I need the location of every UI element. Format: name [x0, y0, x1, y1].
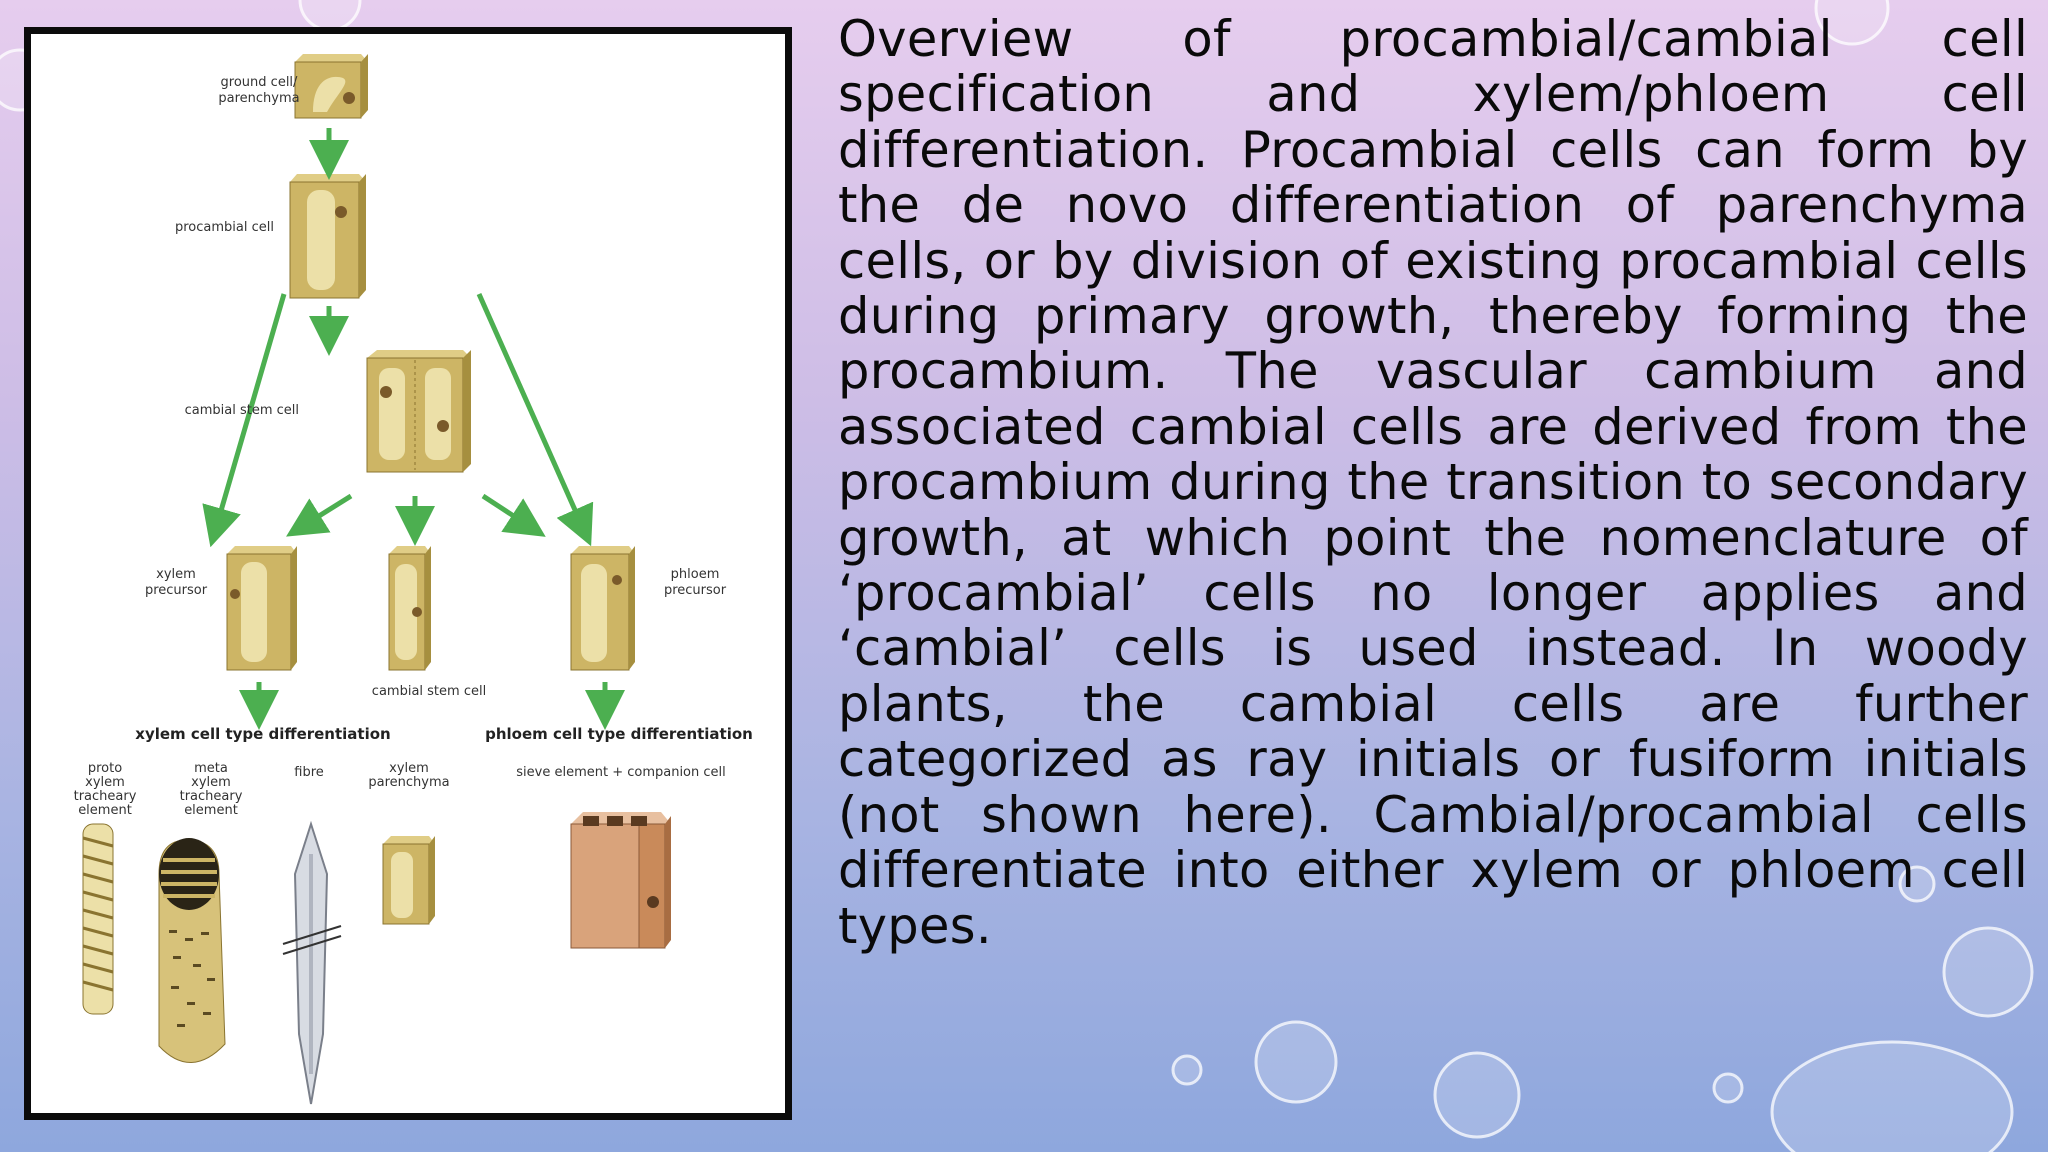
- label-cambial-stem-cell-mid: cambial stem cell: [372, 684, 486, 699]
- fibre-cell-icon: [282, 820, 342, 1105]
- label-metaxylem: xylem: [191, 775, 231, 790]
- label-protoxylem: xylem: [85, 775, 125, 790]
- label-metaxylem: tracheary: [180, 789, 243, 804]
- label-xylem-parenchyma: parenchyma: [368, 775, 449, 790]
- cambial-stem-cell-icon: [366, 350, 471, 473]
- protoxylem-element-icon: [82, 823, 114, 1015]
- procambial-cell-icon: [289, 174, 366, 299]
- label-ground-cell: parenchyma: [218, 91, 299, 106]
- diagram-labels: ground cell/ parenchyma procambial cell …: [74, 75, 753, 818]
- label-xylem-precursor: xylem: [156, 567, 196, 582]
- droplet: [1254, 1020, 1338, 1104]
- arrow: [202, 293, 287, 548]
- cambial-stem-cell-mid-icon: [388, 546, 431, 671]
- metaxylem-element-icon: [158, 838, 226, 1063]
- heading-phloem-differentiation: phloem cell type differentiation: [485, 725, 753, 743]
- label-ground-cell: ground cell/: [221, 75, 298, 90]
- droplet: [1171, 1054, 1203, 1086]
- label-fibre: fibre: [294, 765, 324, 780]
- sieve-element-companion-cell-icon: [570, 812, 671, 949]
- arrow: [481, 493, 546, 537]
- slide-body-text: Overview of procambial/cambial cell spec…: [838, 10, 2028, 955]
- xylem-precursor-cell-icon: [226, 546, 297, 671]
- xylem-parenchyma-cell-icon: [382, 836, 435, 925]
- label-protoxylem: proto: [88, 761, 122, 776]
- label-protoxylem: tracheary: [74, 789, 137, 804]
- label-xylem-parenchyma: xylem: [389, 761, 429, 776]
- droplet: [1898, 865, 1936, 903]
- ground-cell-icon: [294, 54, 368, 119]
- label-metaxylem: element: [184, 803, 238, 818]
- droplet: [1942, 926, 2034, 1018]
- label-procambial-cell: procambial cell: [175, 220, 274, 235]
- phloem-precursor-cell-icon: [570, 546, 635, 671]
- heading-xylem-differentiation: xylem cell type differentiation: [135, 725, 390, 743]
- label-cambial-stem-cell: cambial stem cell: [185, 403, 299, 418]
- label-protoxylem: element: [78, 803, 132, 818]
- arrow: [476, 292, 594, 547]
- droplet: [298, 0, 362, 32]
- vascular-cell-diagram: ground cell/ parenchyma procambial cell …: [74, 54, 753, 1105]
- droplet: [1814, 0, 1890, 46]
- arrows: [202, 128, 625, 730]
- label-sieve-companion: sieve element + companion cell: [516, 765, 726, 780]
- label-phloem-precursor: precursor: [664, 583, 727, 598]
- label-metaxylem: meta: [194, 761, 228, 776]
- diagram-frame: ground cell/ parenchyma procambial cell …: [24, 27, 792, 1120]
- label-xylem-precursor: precursor: [145, 583, 208, 598]
- arrow: [286, 493, 353, 537]
- droplet: [1433, 1051, 1521, 1139]
- droplet: [1770, 1040, 2014, 1152]
- droplet: [1712, 1072, 1744, 1104]
- label-phloem-precursor: phloem: [671, 567, 720, 582]
